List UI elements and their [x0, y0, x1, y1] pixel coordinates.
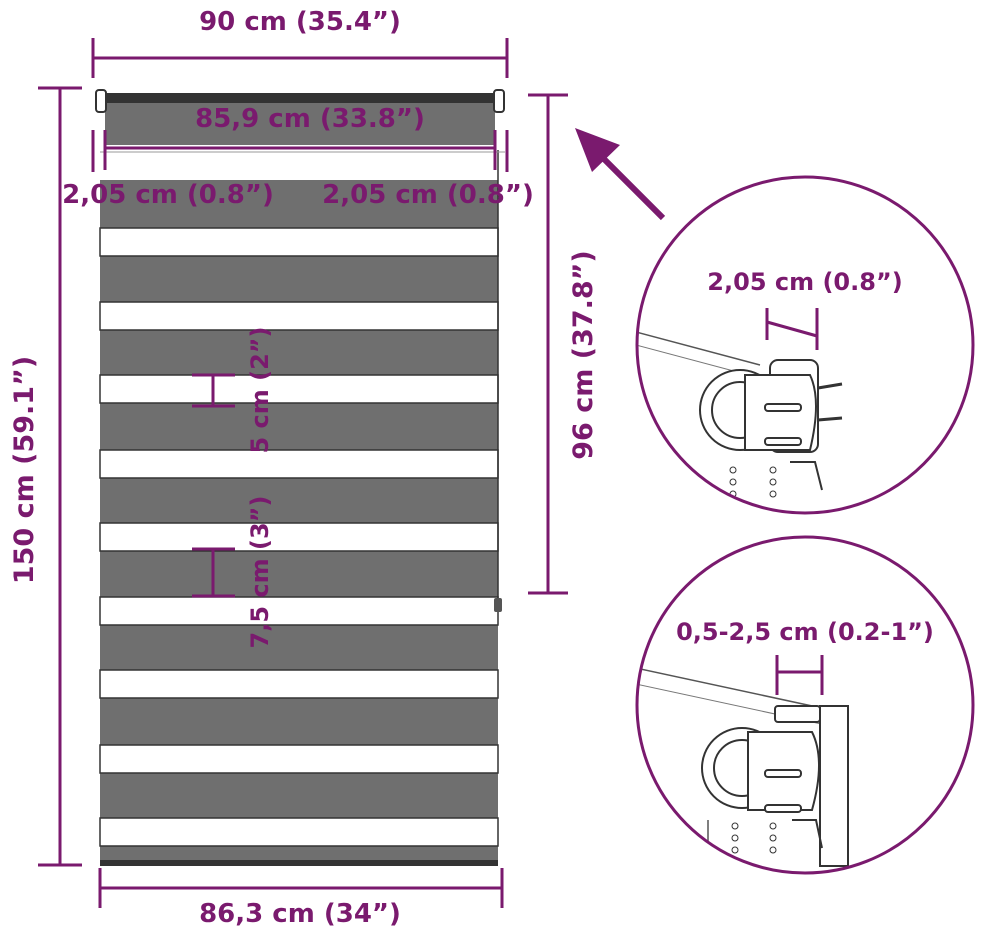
- label-bracket-left: 2,05 cm (0.8”): [62, 180, 274, 210]
- label-stripe-dark: 7,5 cm (3”): [246, 496, 274, 649]
- label-fabric-width: 86,3 cm (34”): [199, 899, 401, 929]
- dimension-lines: [38, 38, 568, 908]
- light-stripe: [99, 817, 499, 847]
- detail-pointer-arrow: [575, 128, 666, 221]
- ceiling-clamp-illustration: [637, 667, 849, 867]
- label-total-width: 90 cm (35.4”): [199, 7, 401, 37]
- bottom-rail: [100, 860, 498, 866]
- label-stripe-light: 5 cm (2”): [246, 326, 274, 453]
- left-bracket: [95, 89, 107, 113]
- light-stripe: [99, 374, 499, 404]
- headrail-bar: [100, 93, 502, 103]
- label-bracket-right: 2,05 cm (0.8”): [322, 180, 534, 210]
- detail-wall-mount: [635, 175, 975, 515]
- light-stripe: [99, 596, 499, 626]
- roller-tube: [105, 103, 495, 145]
- detail-circle-border: [635, 175, 975, 515]
- right-bracket: [493, 89, 505, 113]
- light-stripe: [99, 669, 499, 699]
- label-chain-height: 96 cm (37.8”): [568, 250, 599, 460]
- light-stripe: [99, 744, 499, 774]
- tube-headrail: [95, 89, 505, 866]
- wall-mount-illustration: [637, 331, 843, 498]
- label-ceiling-clamp: 0,5-2,5 cm (0.2-1”): [676, 618, 934, 646]
- detail-ceiling-clamp: [635, 535, 975, 875]
- arrow-shaft: [597, 152, 666, 221]
- arrow-head: [575, 128, 620, 172]
- detail-circle-border: [635, 535, 975, 875]
- dim-ceiling-clamp: [775, 655, 824, 695]
- light-stripe: [99, 522, 499, 552]
- light-stripe: [99, 301, 499, 331]
- label-wall-bracket: 2,05 cm (0.8”): [707, 268, 902, 296]
- chain-weight: [494, 598, 502, 612]
- label-total-height: 150 cm (59.1”): [9, 356, 40, 584]
- blind-fabric: [99, 150, 502, 865]
- light-stripe: [99, 227, 499, 257]
- label-tube-width: 85,9 cm (33.8”): [195, 104, 425, 134]
- light-stripe: [99, 449, 499, 479]
- dim-wall-bracket: [765, 308, 819, 350]
- light-stripes: [99, 227, 499, 847]
